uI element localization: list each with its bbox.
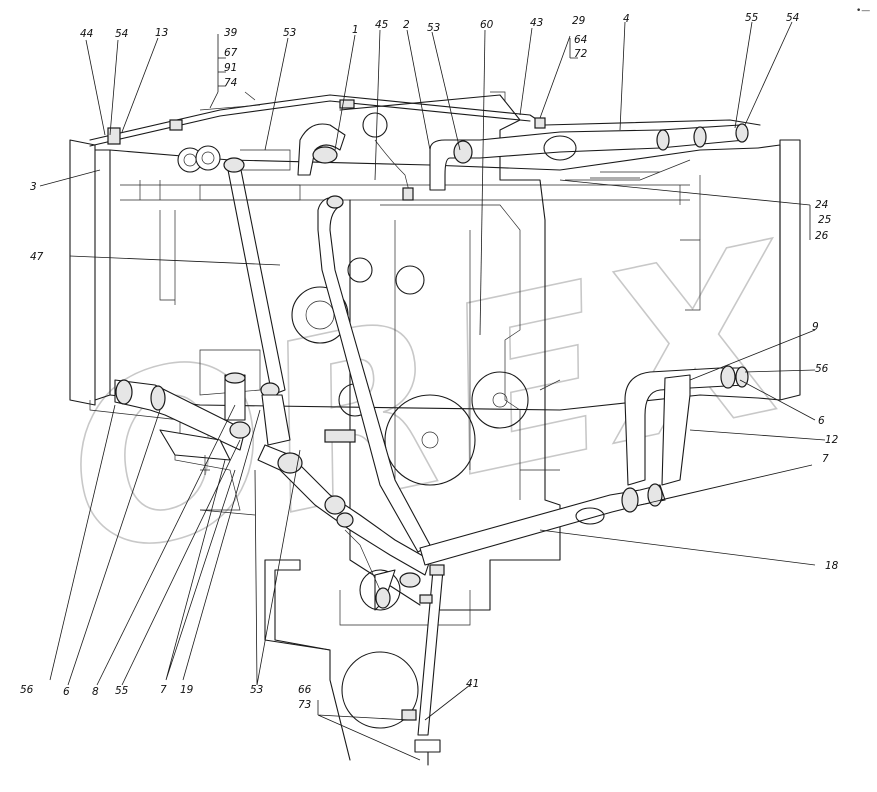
callout-55a: 55 <box>745 12 759 24</box>
callout-29: 29 <box>572 15 586 27</box>
callout-8: 8 <box>92 686 99 698</box>
fittings <box>107 99 546 443</box>
callout-74: 74 <box>224 77 237 89</box>
callout-12: 12 <box>825 434 839 446</box>
callout-25: 25 <box>818 214 832 226</box>
callout-91: 91 <box>224 62 237 74</box>
callout-67: 67 <box>224 47 238 59</box>
callout-54a: 54 <box>115 28 128 40</box>
callout-47: 47 <box>30 251 44 263</box>
callout-1: 1 <box>352 24 359 36</box>
top-linkage <box>89 91 761 147</box>
callout-54b: 54 <box>786 12 799 24</box>
callout-43: 43 <box>530 17 543 29</box>
callout-53a: 53 <box>283 27 296 39</box>
callout-2: 2 <box>403 19 410 31</box>
lower-right-pipe <box>419 365 749 566</box>
bottom-drain-pipe <box>344 529 445 766</box>
callout-73: 73 <box>298 699 311 711</box>
engine-housing <box>199 94 561 729</box>
callout-26: 26 <box>815 230 829 242</box>
callout-9: 9 <box>812 321 819 333</box>
callout-44: 44 <box>80 28 93 40</box>
callout-4: 4 <box>623 13 630 25</box>
callout-56a: 56 <box>815 363 829 375</box>
callout-60: 60 <box>480 19 494 31</box>
upper-right-pipe <box>429 123 749 191</box>
callout-45: 45 <box>375 19 389 31</box>
lower-left-pipe <box>114 372 251 475</box>
callout-66: 66 <box>298 684 312 696</box>
center-vertical-pipe <box>317 195 431 553</box>
callout-6a: 6 <box>818 415 825 427</box>
callout-6b: 6 <box>63 686 70 698</box>
callout-53c: 53 <box>250 684 263 696</box>
diagonal-lower-pipe <box>257 444 431 576</box>
callout-55b: 55 <box>115 685 129 697</box>
callout-56b: 56 <box>20 684 34 696</box>
leader-lines <box>39 21 826 761</box>
callout-19: 19 <box>180 684 194 696</box>
callout-3: 3 <box>30 181 37 193</box>
callout-53b: 53 <box>427 22 440 34</box>
callout-41: 41 <box>466 678 479 690</box>
callout-18: 18 <box>825 560 839 572</box>
callouts: 44 54 13 39 67 91 74 53 1 45 2 53 60 43 … <box>20 12 839 711</box>
corner-mark: •— <box>856 6 870 16</box>
callout-64: 64 <box>574 34 587 46</box>
callout-7a: 7 <box>822 453 829 465</box>
callout-7b: 7 <box>160 684 167 696</box>
left-vertical-pipe <box>223 157 291 446</box>
callout-72: 72 <box>574 48 588 60</box>
callout-13: 13 <box>155 27 168 39</box>
upper-left-pipe-cluster <box>177 112 414 201</box>
callout-24: 24 <box>815 199 828 211</box>
callout-39: 39 <box>224 27 238 39</box>
